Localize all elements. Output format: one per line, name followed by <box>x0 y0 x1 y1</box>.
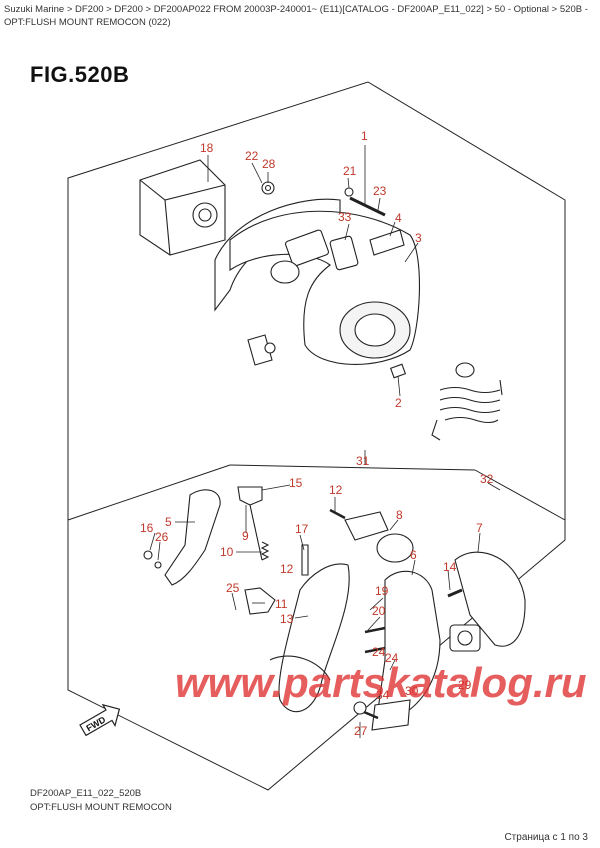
callout-24b[interactable]: 24 <box>372 645 386 659</box>
watermark: www.partskatalog.ru <box>175 659 587 706</box>
breadcrumb: Suzuki Marine > DF200 > DF200 > DF200AP0… <box>4 4 588 28</box>
callout-27[interactable]: 27 <box>354 724 368 738</box>
callout-34[interactable]: 34 <box>376 688 390 702</box>
callout-12a[interactable]: 12 <box>329 483 343 497</box>
callout-3[interactable]: 3 <box>415 231 422 245</box>
callout-21[interactable]: 21 <box>343 164 357 178</box>
callout-18[interactable]: 18 <box>200 141 214 155</box>
callout-32[interactable]: 32 <box>480 472 494 486</box>
callout-5[interactable]: 5 <box>165 515 172 529</box>
callout-24a[interactable]: 24 <box>385 651 399 665</box>
callout-26[interactable]: 26 <box>155 530 169 544</box>
figure-title: FIG.520B <box>30 62 130 87</box>
callout-19[interactable]: 19 <box>375 584 389 598</box>
upper-housing-assembly <box>139 159 503 441</box>
fwd-arrow-badge: FWD <box>79 703 121 737</box>
callout-20[interactable]: 20 <box>372 604 386 618</box>
callout-8[interactable]: 8 <box>396 508 403 522</box>
callout-30[interactable]: 30 <box>405 684 419 698</box>
diagram-frame <box>67 81 566 791</box>
callout-16[interactable]: 16 <box>140 521 154 535</box>
callout-28[interactable]: 28 <box>262 157 276 171</box>
callout-2[interactable]: 2 <box>395 396 402 410</box>
callout-17[interactable]: 17 <box>295 522 309 536</box>
callout-4[interactable]: 4 <box>395 211 402 225</box>
leader-lines <box>149 145 501 738</box>
callout-6[interactable]: 6 <box>410 548 417 562</box>
callout-labels: 1 2 3 4 5 6 7 8 9 10 11 12 12 13 14 15 1… <box>140 129 494 738</box>
callout-22[interactable]: 22 <box>245 149 259 163</box>
figure-caption: OPT:FLUSH MOUNT REMOCON <box>30 802 172 813</box>
callout-11[interactable]: 11 <box>275 597 288 611</box>
callout-15[interactable]: 15 <box>289 476 303 490</box>
page-indicator: Страница с 1 по 3 <box>504 832 588 843</box>
callout-29[interactable]: 29 <box>458 678 472 692</box>
callout-9[interactable]: 9 <box>242 529 249 543</box>
callout-14[interactable]: 14 <box>443 560 457 574</box>
callout-13[interactable]: 13 <box>280 612 294 626</box>
lower-lever-assembly <box>143 486 526 731</box>
callout-1[interactable]: 1 <box>361 129 368 143</box>
callout-7[interactable]: 7 <box>476 521 483 535</box>
callout-31[interactable]: 31 <box>356 454 370 468</box>
callout-12b[interactable]: 12 <box>280 562 294 576</box>
callout-10[interactable]: 10 <box>220 545 234 559</box>
callout-33[interactable]: 33 <box>338 210 352 224</box>
callout-25[interactable]: 25 <box>226 581 240 595</box>
callout-23[interactable]: 23 <box>373 184 387 198</box>
figure-code: DF200AP_E11_022_520B <box>30 788 142 799</box>
